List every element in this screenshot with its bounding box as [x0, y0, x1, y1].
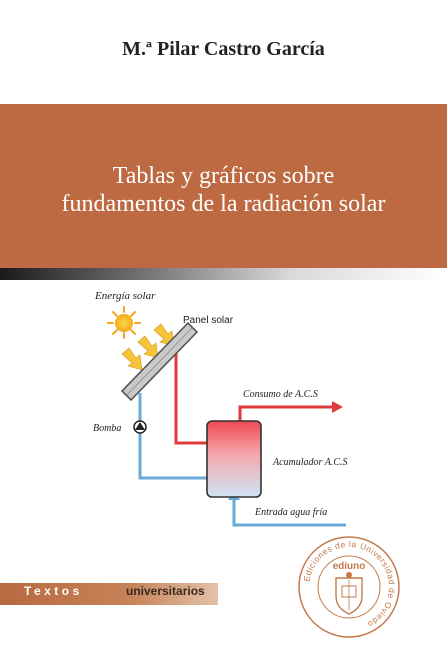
acumulador-tank — [206, 420, 262, 498]
book-title-line-1: Tablas y gráficos sobre — [112, 163, 335, 189]
panel-solar-label: Panel solar — [183, 315, 234, 326]
ediuno-seal-logo: Ediciones de la Universidad de Oviedo ed… — [298, 536, 400, 638]
series-bar — [0, 583, 218, 605]
sun-icon — [107, 306, 141, 339]
title-band: Tablas y gráficos sobre fundamentos de l… — [0, 104, 447, 268]
energia-solar-label: Energía solar — [94, 290, 156, 302]
crest-icon — [335, 572, 363, 615]
seal-brand: ediuno — [333, 561, 366, 572]
book-title-line-2: fundamentos de la radiación solar — [61, 191, 386, 217]
solar-system-diagram: Energía solar Panel solar Consumo de A.C… — [93, 290, 348, 527]
acumulador-label: Acumulador A.C.S — [272, 457, 348, 468]
author-name: M.ª Pilar Castro García — [122, 38, 325, 60]
series-name: Textos — [24, 584, 83, 598]
solar-panel — [120, 321, 199, 402]
consumo-arrow-icon — [332, 401, 343, 413]
series-subtitle: universitarios — [126, 584, 205, 598]
pump-icon — [133, 420, 147, 434]
entrada-label: Entrada agua fría — [254, 507, 327, 518]
gradient-divider — [0, 268, 447, 280]
consumo-label: Consumo de A.C.S — [243, 389, 318, 400]
bomba-label: Bomba — [93, 423, 121, 434]
